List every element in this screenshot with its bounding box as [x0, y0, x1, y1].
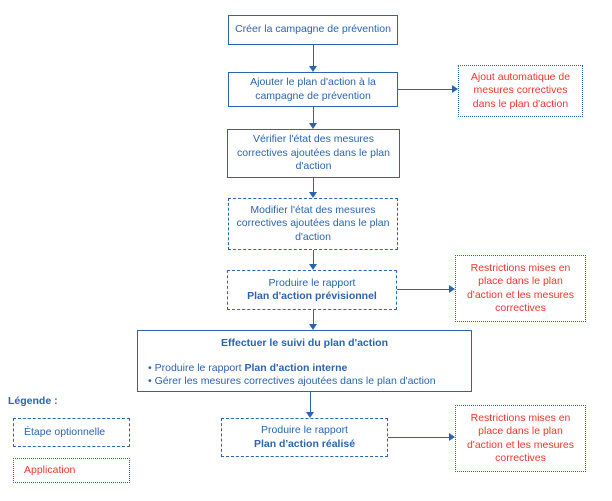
- step-rapport-realise-line1: Produire le rapport: [261, 424, 348, 436]
- application-ajout-automatique: Ajout automatique de mesures correctives…: [458, 65, 583, 117]
- step-modifier-etat: Modifier l'état des mesures correctives …: [228, 198, 398, 250]
- application-restrictions-1: Restrictions mises en place dans le plan…: [455, 255, 586, 322]
- application-restrictions-2: Restrictions mises en place dans le plan…: [455, 405, 586, 472]
- bullet-icon: •: [148, 375, 152, 387]
- arrow-head-down-icon: [309, 123, 317, 129]
- arrow-head-down-icon: [306, 412, 314, 418]
- suivi-bullet-1-prefix: Produire le rapport: [154, 361, 245, 374]
- arrow-line: [398, 89, 453, 90]
- step-modifier-etat-label: Modifier l'état des mesures correctives …: [236, 203, 390, 243]
- arrow-step3-step4: [309, 178, 318, 198]
- step-verifier-etat-label: Vérifier l'état des mesures correctives …: [237, 133, 390, 173]
- legend-application-label: Application: [24, 463, 76, 476]
- legend-optional-step-label: Étape optionnelle: [24, 425, 106, 438]
- arrow-step5-app2: [397, 285, 455, 294]
- arrow-head-down-icon: [309, 66, 317, 72]
- arrow-head-right-icon: [449, 433, 455, 441]
- arrow-head-down-icon: [309, 324, 317, 330]
- arrow-line: [313, 107, 314, 124]
- arrow-line: [313, 45, 314, 67]
- step-rapport-previsionnel: Produire le rapport Plan d'action prévis…: [227, 270, 397, 310]
- arrow-step1-step2: [309, 45, 318, 72]
- legend-title: Légende :: [8, 395, 58, 407]
- arrow-step6-app3: [388, 433, 455, 442]
- suivi-bullet-2: • Gérer les mesures correctives ajoutées…: [146, 375, 463, 389]
- step-ajouter-plan: Ajouter le plan d'action à la campagne d…: [228, 72, 398, 107]
- step-creer-campagne-label: Créer la campagne de prévention: [235, 23, 391, 36]
- arrow-line: [310, 392, 311, 413]
- application-restrictions-2-label: Restrictions mises en place dans le plan…: [466, 411, 575, 465]
- arrow-step4-step5: [309, 250, 318, 270]
- arrow-line: [313, 250, 314, 265]
- legend-application: Application: [13, 458, 130, 483]
- step-suivi-plan-action: Effectuer le suivi du plan d'action • Pr…: [137, 330, 472, 392]
- arrow-line: [313, 178, 314, 193]
- arrow-line: [388, 437, 450, 438]
- arrow-step2-app1: [398, 85, 458, 94]
- step-rapport-previsionnel-line2: Plan d'action prévisionnel: [247, 290, 377, 302]
- step-verifier-etat: Vérifier l'état des mesures correctives …: [227, 129, 400, 178]
- arrow-step5-suivi: [309, 310, 318, 330]
- step-ajouter-plan-label: Ajouter le plan d'action à la campagne d…: [250, 76, 376, 102]
- arrow-line: [397, 289, 450, 290]
- arrow-line: [313, 310, 314, 325]
- legend-optional-step: Étape optionnelle: [13, 418, 130, 447]
- step-rapport-realise-line2: Plan d'action réalisé: [253, 437, 356, 450]
- arrow-head-right-icon: [452, 85, 458, 93]
- application-ajout-automatique-label: Ajout automatique de mesures correctives…: [470, 70, 571, 110]
- suivi-bullet-2-text: Gérer les mesures correctives ajoutées d…: [154, 375, 436, 387]
- suivi-bullet-1-bold: Plan d'action interne: [244, 361, 348, 374]
- arrow-head-down-icon: [309, 264, 317, 270]
- arrow-head-down-icon: [309, 192, 317, 198]
- application-restrictions-1-label: Restrictions mises en place dans le plan…: [466, 261, 575, 315]
- arrow-step2-step3: [309, 107, 318, 129]
- step-rapport-realise: Produire le rapport Plan d'action réalis…: [221, 418, 388, 457]
- suivi-bullet-1: • Produire le rapport Plan d'action inte…: [146, 362, 463, 376]
- suivi-title: Effectuer le suivi du plan d'action: [220, 337, 389, 349]
- bullet-icon: •: [148, 361, 152, 374]
- step-creer-campagne: Créer la campagne de prévention: [228, 15, 398, 45]
- step-rapport-previsionnel-line1: Produire le rapport: [268, 276, 356, 289]
- arrow-suivi-step6: [306, 392, 315, 418]
- arrow-head-right-icon: [449, 285, 455, 293]
